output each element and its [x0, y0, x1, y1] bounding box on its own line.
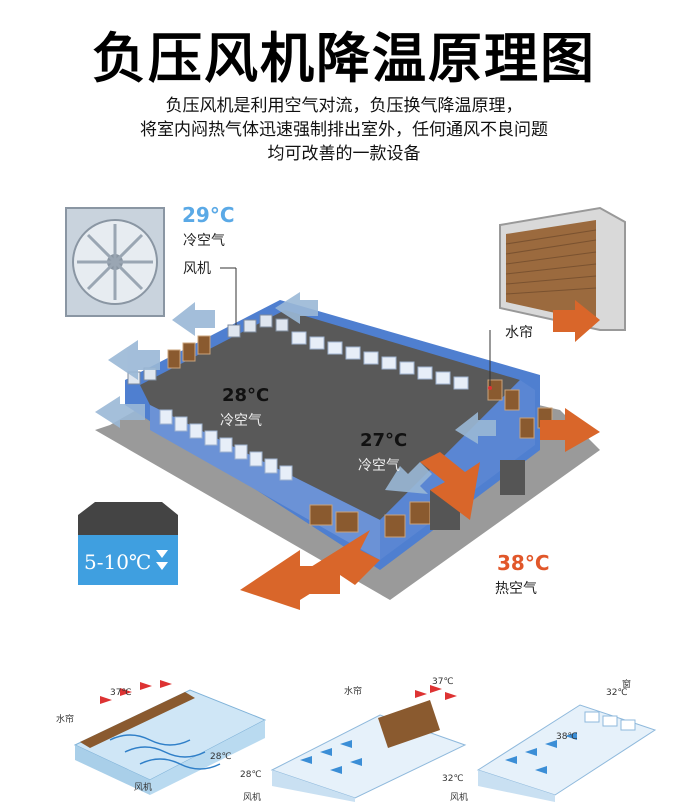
- mini1-cool-temp: 28℃: [210, 752, 232, 762]
- inside-air-2: 冷空气: [358, 458, 400, 474]
- mini1-hot-temp: 37℃: [110, 688, 132, 698]
- mini-diagram-1: [73, 680, 267, 795]
- curtain-label: 水帘: [505, 325, 533, 341]
- mini2-curtain: 水帘: [344, 687, 363, 697]
- back-windows: [291, 331, 469, 390]
- mini3-low-temp: 32℃: [442, 774, 464, 784]
- inflow-arrows: [240, 300, 600, 610]
- temp-drop-box: [78, 502, 178, 585]
- fan-image: [65, 207, 165, 317]
- inside-temp-2: 27°C: [360, 430, 408, 451]
- inside-air-1: 冷空气: [220, 413, 262, 429]
- mini2-hot-temp: 37℃: [432, 677, 454, 687]
- front-windows: [159, 409, 293, 481]
- mini3-window: 窗: [622, 680, 632, 690]
- description-line-3: 均可改善的一款设备: [267, 144, 421, 164]
- temp-drop-label: 5-10℃: [84, 550, 152, 574]
- fan-label: 风机: [183, 261, 211, 277]
- mini-diagram-3: [476, 704, 657, 802]
- outside-temp: 29°C: [182, 203, 235, 227]
- mini1-curtain: 水帘: [56, 715, 75, 725]
- description-line-2: 将室内闷热气体迅速强制排出室外，任何通风不良问题: [140, 120, 548, 140]
- curtain-dot: [488, 386, 492, 390]
- mini3-mid-temp: 38℃: [556, 732, 578, 742]
- page-title: 负压风机降温原理图: [92, 27, 596, 90]
- door-2: [500, 460, 525, 495]
- outflow-arrows: [95, 292, 496, 494]
- description: 负压风机是利用空气对流，负压换气降温原理， 将室内闷热气体迅速强制排出室外，任何…: [0, 94, 688, 166]
- mini2-fan: 风机: [243, 793, 262, 803]
- outside-air-label: 冷空气: [183, 233, 225, 249]
- description-line-1: 负压风机是利用空气对流，负压换气降温原理，: [165, 96, 523, 116]
- mini1-fan: 风机: [134, 783, 153, 793]
- main-diagram: [65, 206, 626, 610]
- mini-diagrams: [73, 680, 657, 802]
- mini3-fan: 风机: [450, 793, 469, 803]
- mini-diagram-2: [270, 685, 467, 802]
- inside-temp-1: 28°C: [222, 385, 270, 406]
- hot-temp: 38°C: [497, 551, 550, 575]
- hot-air-label: 热空气: [495, 581, 537, 597]
- curtain-panels: [167, 335, 553, 538]
- mini3-top-temp: 32℃: [606, 688, 628, 698]
- mini2-cool-temp: 28℃: [240, 770, 262, 780]
- curtain-image: [499, 206, 626, 331]
